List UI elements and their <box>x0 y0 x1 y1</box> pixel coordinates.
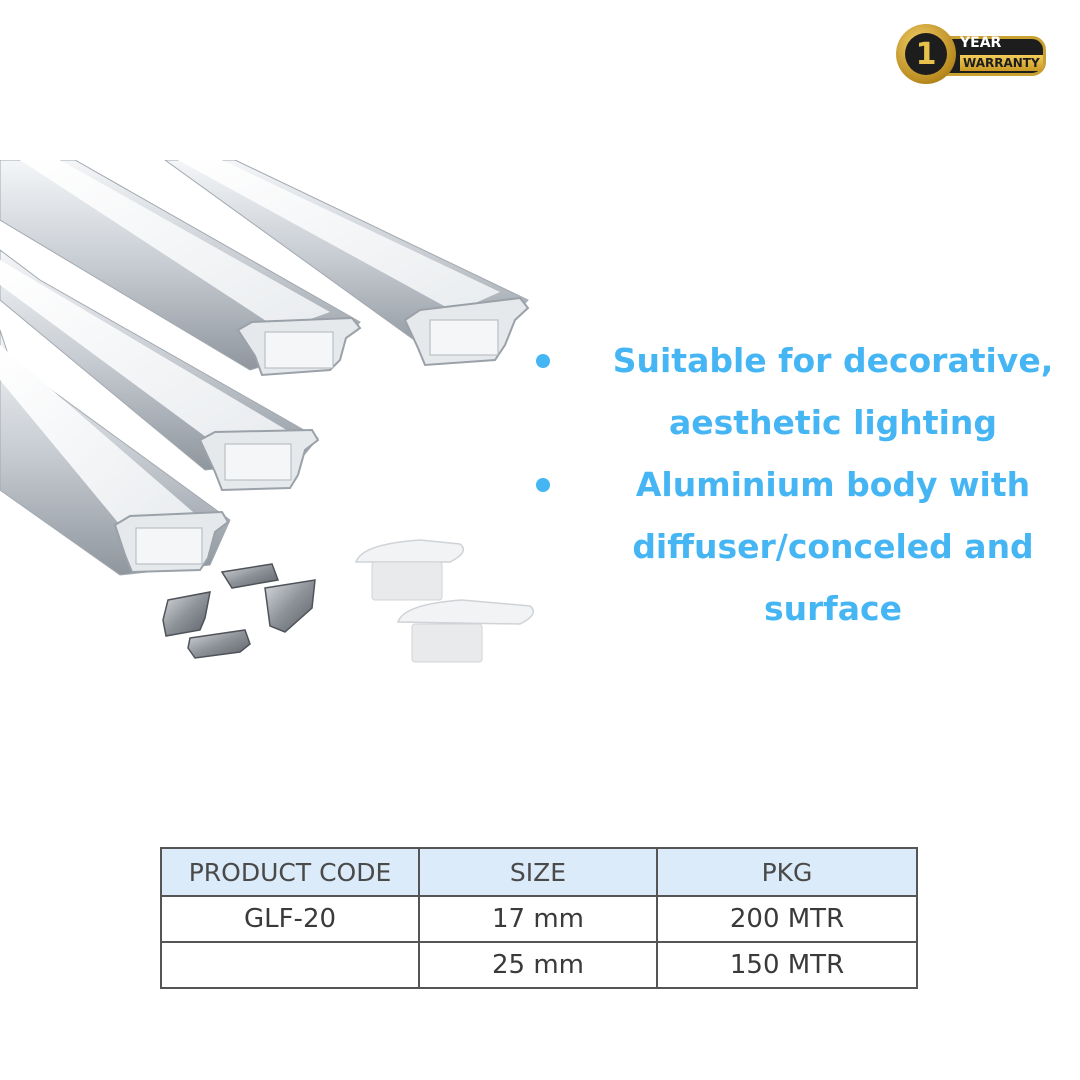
table-cell: 200 MTR <box>656 895 918 943</box>
badge-line2: WARRANTY <box>960 55 1043 71</box>
end-cap-1 <box>354 539 465 601</box>
table-row: GLF-20 17 mm 200 MTR <box>160 895 918 943</box>
bullet-icon <box>536 354 550 368</box>
table-cell: GLF-20 <box>160 895 420 943</box>
table-cell: 17 mm <box>418 895 658 943</box>
mounting-clip-1 <box>162 591 251 659</box>
feature-list: Suitable for decorative, aesthetic light… <box>530 330 1080 640</box>
table-cell: 150 MTR <box>656 941 918 989</box>
product-image <box>0 160 535 663</box>
feature-item: Suitable for decorative, aesthetic light… <box>530 330 1080 454</box>
profile-rod-4 <box>0 329 231 576</box>
badge-number: 1 <box>905 33 947 75</box>
mounting-clip-2 <box>220 563 316 633</box>
badge-text: YEAR WARRANTY <box>960 34 1043 73</box>
end-cap-2 <box>396 599 535 663</box>
spec-table: PRODUCT CODE SIZE PKG GLF-20 17 mm 200 M… <box>160 847 918 989</box>
profile-rod-3 <box>0 249 320 492</box>
badge-line1: YEAR <box>960 35 1002 51</box>
feature-text: Aluminium body with diffuser/conceled an… <box>632 465 1034 628</box>
feature-text: Suitable for decorative, aesthetic light… <box>612 341 1054 442</box>
column-header-pkg: PKG <box>656 847 918 897</box>
feature-item: Aluminium body with diffuser/conceled an… <box>530 454 1080 640</box>
table-cell: 25 mm <box>418 941 658 989</box>
table-row: 25 mm 150 MTR <box>160 941 918 989</box>
column-header-size: SIZE <box>418 847 658 897</box>
profile-rod-2 <box>0 160 362 377</box>
warranty-badge: 1 YEAR WARRANTY <box>896 24 1048 86</box>
table-header-row: PRODUCT CODE SIZE PKG <box>160 847 918 897</box>
bullet-icon <box>536 478 550 492</box>
column-header-product-code: PRODUCT CODE <box>160 847 420 897</box>
profile-rod-1 <box>164 160 530 367</box>
badge-circle: 1 <box>896 24 956 84</box>
table-cell <box>160 941 420 989</box>
